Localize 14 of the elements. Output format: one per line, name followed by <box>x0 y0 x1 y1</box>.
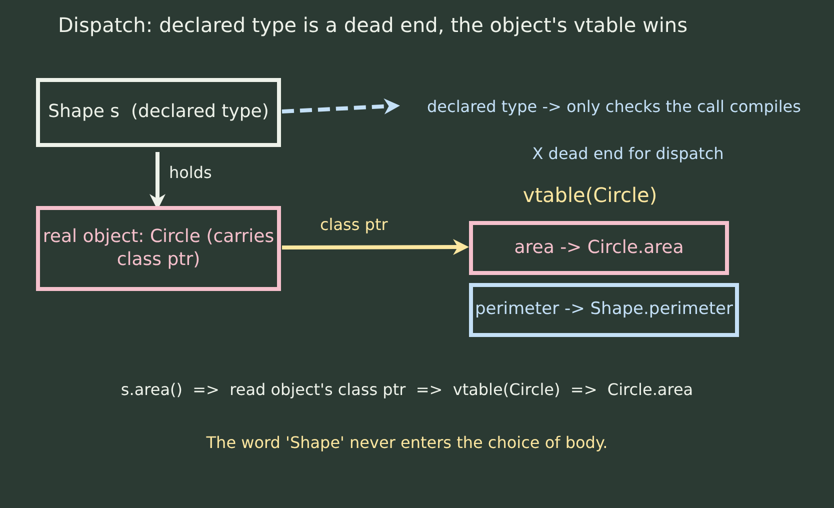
note-text: X dead end for dispatch <box>531 143 725 165</box>
box: Shape s (declared type) <box>36 78 281 147</box>
title: Dispatch: declared type is a dead end, the object's vtable wins <box>58 12 688 39</box>
box: area -> Circle.area <box>469 221 729 275</box>
arrow <box>282 239 469 256</box>
footer-note: The word 'Shape' never enters the choice of body. <box>205 432 609 454</box>
vtable-heading: vtable(Circle) <box>522 182 658 209</box>
box: real object: Circle (carries class ptr) <box>36 206 281 291</box>
box: perimeter -> Shape.perimeter <box>469 283 739 337</box>
dispatch-chain-text: s.area() => read object's class ptr => vtable(Circle) => Circle.area <box>120 379 694 401</box>
edge-label: class ptr <box>320 214 388 236</box>
arrow <box>282 98 400 114</box>
edge-label: holds <box>169 162 212 184</box>
note-text: declared type -> only checks the call compiles <box>400 94 828 120</box>
